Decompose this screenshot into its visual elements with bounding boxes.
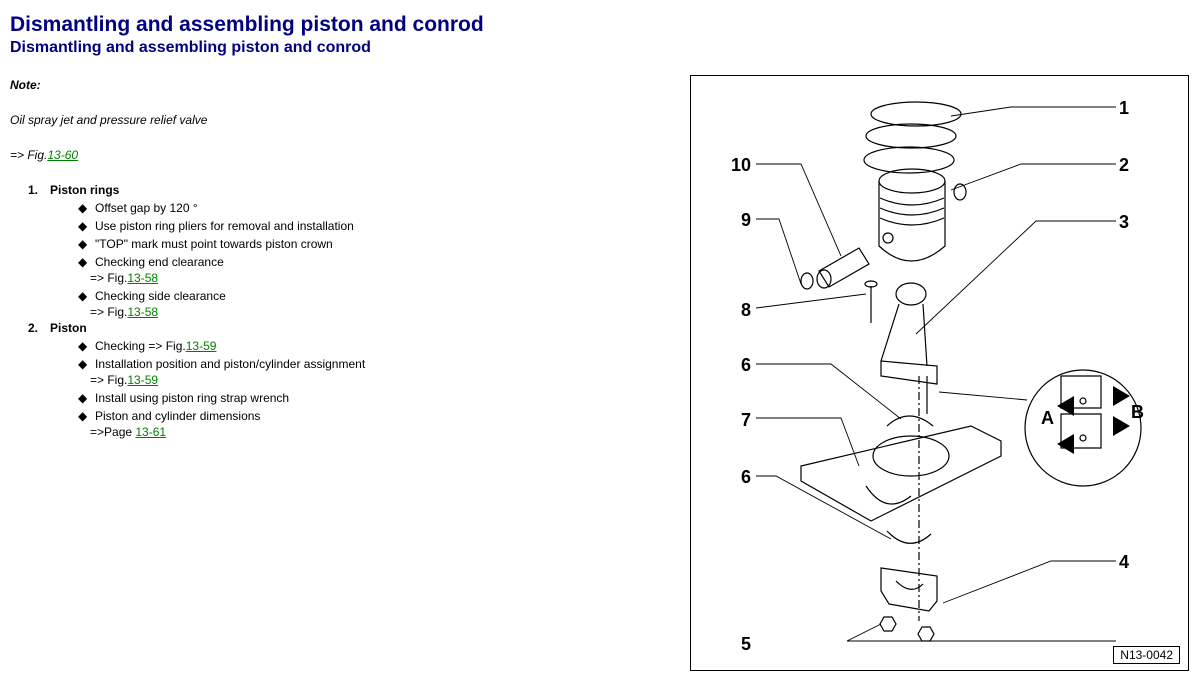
callout-8: 8 [741,300,751,320]
item-reference: =>Page 13-61 [90,424,166,440]
piston-ring-top [870,101,962,127]
item-text: Checking end clearance [95,255,224,269]
conrod-shank [880,303,928,367]
bullet-diamond-icon: ◆ [78,409,88,423]
fig-13-58-link[interactable]: 13-58 [127,305,159,319]
section-piston-rings: 1. Piston rings [28,183,119,197]
section-piston: 2. Piston [28,321,87,335]
bullet-diamond-icon: ◆ [78,201,88,215]
callout-3: 3 [1119,212,1129,232]
page-13-61-link[interactable]: 13-61 [135,425,167,439]
page-title: Dismantling and assembling piston and co… [10,13,484,36]
piston-crown [878,168,946,194]
nut-right [917,626,935,642]
item-text: Installation position and piston/cylinde… [95,357,366,371]
conrod-small-end [895,282,927,306]
callout-4: 4 [1119,552,1129,572]
bullet-diamond-icon: ◆ [78,357,88,371]
section-title: Piston [50,321,87,335]
figure-id-label: N13-0042 [1113,646,1180,664]
callout-1: 1 [1119,98,1129,118]
bullet-diamond-icon: ◆ [78,289,88,303]
fig-reference: => Fig.13-60 [10,148,78,162]
list-item: ◆ Checking side clearance [78,288,226,304]
fig-ref-prefix: => Fig. [10,148,48,162]
piston-ring-middle [865,123,957,149]
detail-circle [1024,369,1142,487]
piston-conrod-drawing: 1 2 3 4 5 6 7 6 8 9 10 A B [731,98,1144,654]
circlip-left [800,272,814,290]
callout-6-upper: 6 [741,355,751,375]
arrow-a-lower [1057,434,1074,454]
callout-6-lower: 6 [741,467,751,487]
list-item: ◆ "TOP" mark must point towards piston cr… [78,236,333,252]
list-item: ◆ Checking end clearance [78,254,224,270]
callout-9: 9 [741,210,751,230]
bullet-diamond-icon: ◆ [78,255,88,269]
detail-label-a: A [1041,408,1054,428]
ref-prefix: =>Page [90,425,136,439]
bearing-shell-upper [886,415,934,427]
item-text: Checking => Fig. [95,339,186,353]
item-reference: => Fig.13-59 [90,372,158,388]
list-item: ◆ Offset gap by 120 ° [78,200,198,216]
ref-prefix: => Fig. [90,271,128,285]
conrod-big-end [880,360,938,385]
list-item: ◆ Install using piston ring strap wrench [78,390,289,406]
list-item: ◆ Checking => Fig.13-59 [78,338,216,354]
item-text: Piston and cylinder dimensions [95,409,261,423]
section-number: 2. [28,321,39,335]
item-text: Offset gap by 120 ° [95,201,198,215]
ref-prefix: => Fig. [90,305,128,319]
fig-13-60-link[interactable]: 13-60 [47,148,79,162]
crankcase-ladder [800,425,1002,522]
note-label: Note: [10,78,41,92]
bullet-diamond-icon: ◆ [78,237,88,251]
callout-10: 10 [731,155,751,175]
item-text: Use piston ring pliers for removal and i… [95,219,354,233]
item-text: Checking side clearance [95,289,226,303]
fig-13-58-link[interactable]: 13-58 [127,271,159,285]
gudgeon-pin [818,247,870,288]
item-reference: => Fig.13-58 [90,304,158,320]
arrow-b-upper [1113,386,1130,406]
callout-5: 5 [741,634,751,654]
callout-2: 2 [1119,155,1129,175]
list-item: ◆ Piston and cylinder dimensions [78,408,260,424]
bullet-diamond-icon: ◆ [78,219,88,233]
nut-left [879,616,897,632]
section-title: Piston rings [50,183,120,197]
ref-prefix: => Fig. [90,373,128,387]
fig-13-59-link[interactable]: 13-59 [185,339,217,353]
item-text: "TOP" mark must point towards piston cro… [95,237,333,251]
bearing-shell-lower [886,530,932,544]
detail-label-b: B [1131,402,1144,422]
oil-spray-text: Oil spray jet and pressure relief valve [10,113,208,127]
gudgeon-bore [882,232,894,244]
arrow-b-lower [1113,416,1130,436]
bullet-diamond-icon: ◆ [78,391,88,405]
list-item: ◆ Installation position and piston/cylind… [78,356,365,372]
list-item: ◆ Use piston ring pliers for removal and … [78,218,354,234]
piston-ring-oil [863,146,955,174]
bullet-diamond-icon: ◆ [78,339,88,353]
arrow-a-upper [1057,396,1074,416]
exploded-view-figure: 1 2 3 4 5 6 7 6 8 9 10 A B N13-0042 [690,75,1189,671]
callout-7: 7 [741,410,751,430]
item-reference: => Fig.13-58 [90,270,158,286]
circlip-right [953,183,967,201]
fig-13-59-link[interactable]: 13-59 [127,373,159,387]
bearing-cap [880,567,938,612]
piston-body [878,181,946,262]
page-subtitle: Dismantling and assembling piston and co… [10,39,371,56]
item-text: Install using piston ring strap wrench [95,391,290,405]
section-number: 1. [28,183,39,197]
